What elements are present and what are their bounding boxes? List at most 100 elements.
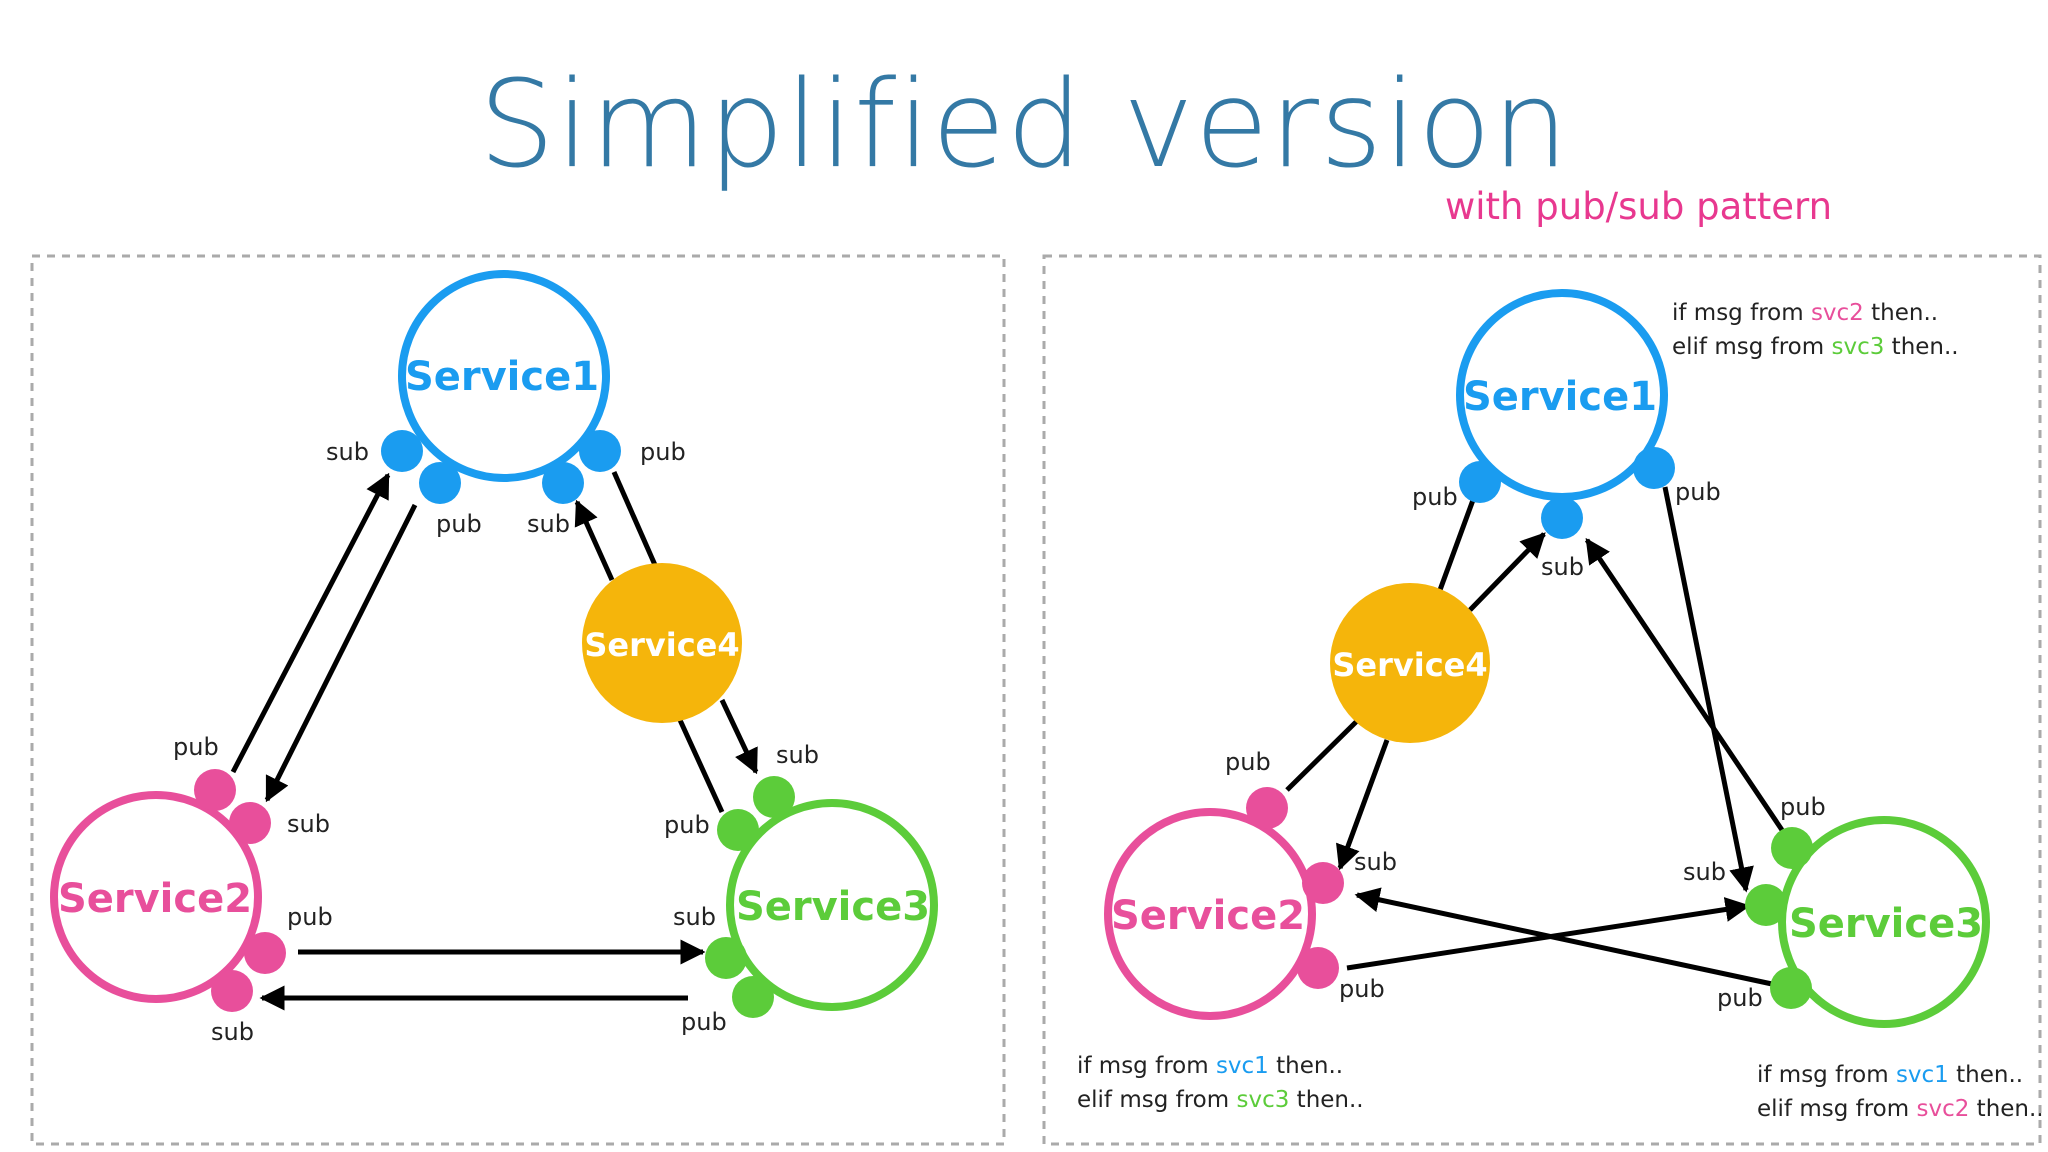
service3-pub-port-bottom [732, 976, 774, 1018]
service1-sub-port-left [381, 430, 423, 472]
note-text: elif msg from [1757, 1096, 1916, 1122]
arrow-s1-to-s3 [1662, 486, 1754, 893]
service3-pub-port-top [1771, 827, 1813, 869]
note-text: then.. [1289, 1087, 1363, 1113]
note-line: if msg from svc2 then.. [1672, 300, 1938, 326]
port-label: sub [1354, 848, 1397, 876]
note-line: if msg from svc1 then.. [1077, 1053, 1343, 1079]
service1-sub-port-right [542, 462, 584, 504]
port-label: sub [287, 810, 330, 838]
note-text: elif msg from [1672, 334, 1831, 360]
note-source: svc2 [1811, 300, 1864, 326]
service2-pub-port-top [1246, 787, 1288, 829]
line-s4-to-s2 [1285, 718, 1360, 792]
line-s1-to-s4 [1437, 499, 1476, 591]
port-label: pub [681, 1008, 727, 1036]
arrow-s3-to-s2 [1354, 887, 1773, 987]
service4-label: Service4 [584, 626, 739, 664]
arrow-s4-to-s1 [574, 499, 615, 582]
service3-sub-port [1745, 884, 1787, 926]
note-text: if msg from [1757, 1062, 1896, 1088]
note-source: svc2 [1916, 1096, 1969, 1122]
port-label: pub [1717, 984, 1763, 1012]
arrow-s4-to-s2 [1336, 739, 1390, 871]
note-text: elif msg from [1077, 1087, 1236, 1113]
service2-label: Service2 [1111, 893, 1305, 939]
service3-node [726, 799, 938, 1011]
service1-label: Service1 [1463, 374, 1657, 420]
note-text: then.. [1269, 1053, 1343, 1079]
port-label: pub [1675, 478, 1721, 506]
service2-label: Service2 [58, 876, 252, 922]
service1-pub-port-left [1459, 461, 1501, 503]
port-label: pub [287, 903, 333, 931]
line-s1-to-s4 [611, 470, 658, 567]
port-label: sub [673, 903, 716, 931]
note-text: then.. [1969, 1096, 2043, 1122]
note-service2: if msg from svc1 then.. elif msg from sv… [1077, 1053, 1364, 1113]
arrow-s4-to-s3 [719, 698, 759, 775]
service1-pub-port-right [1633, 447, 1675, 489]
service4-node [1330, 583, 1490, 743]
port-label: pub [1339, 975, 1385, 1003]
note-text: then.. [1949, 1062, 2023, 1088]
note-line: elif msg from svc3 then.. [1672, 334, 1959, 360]
service2-pub-port [1297, 947, 1339, 989]
port-label: sub [1683, 858, 1726, 886]
service1-node [398, 270, 610, 482]
port-label: sub [1541, 553, 1584, 581]
service4-node [582, 563, 742, 723]
left-arrows [230, 470, 759, 1011]
service2-pub-port-right [244, 932, 286, 974]
service2-sub-port [1302, 862, 1344, 904]
note-text: then.. [1864, 300, 1938, 326]
service3-label: Service3 [1789, 901, 1983, 947]
port-label: pub [664, 811, 710, 839]
note-text: then.. [1884, 334, 1958, 360]
left-panel-border [30, 254, 1006, 1146]
port-label: sub [776, 741, 819, 769]
note-source: svc3 [1831, 334, 1884, 360]
note-line: if msg from svc1 then.. [1757, 1062, 2023, 1088]
note-service1: if msg from svc2 then.. elif msg from sv… [1672, 300, 1959, 360]
note-line: elif msg from svc2 then.. [1757, 1096, 2044, 1122]
port-label: pub [640, 438, 686, 466]
service2-node [50, 791, 262, 1003]
service3-pub-port-bottom [1770, 967, 1812, 1009]
service1-pub-port-right [579, 430, 621, 472]
service3-sub-port-top [753, 776, 795, 818]
page-title: Simplified version [478, 56, 1570, 195]
port-label: pub [1780, 793, 1826, 821]
arrow-s4-to-s1 [1468, 532, 1546, 612]
note-source: svc1 [1896, 1062, 1949, 1088]
service2-sub-port-top [229, 802, 271, 844]
line-s3-to-s4 [677, 718, 725, 814]
service1-label: Service1 [405, 354, 599, 400]
port-label: pub [436, 510, 482, 538]
service1-pub-port-left [419, 462, 461, 504]
arrow-s3-to-s1 [1584, 537, 1785, 832]
port-label: pub [173, 733, 219, 761]
note-source: svc1 [1216, 1053, 1269, 1079]
note-service3: if msg from svc1 then.. elif msg from sv… [1757, 1062, 2044, 1122]
port-label: sub [326, 438, 369, 466]
page-subtitle: with pub/sub pattern [1445, 185, 1833, 228]
service3-label: Service3 [736, 884, 930, 930]
right-arrows [1285, 486, 1785, 987]
port-label: pub [1225, 748, 1271, 776]
note-source: svc3 [1236, 1087, 1289, 1113]
service2-pub-port-top [194, 769, 236, 811]
note-line: elif msg from svc3 then.. [1077, 1087, 1364, 1113]
service4-label: Service4 [1332, 646, 1487, 684]
service3-node [1778, 816, 1990, 1028]
service3-sub-port-left [705, 937, 747, 979]
service2-sub-port-bottom [211, 970, 253, 1012]
right-panel-border [1042, 254, 2042, 1146]
service2-node [1104, 808, 1316, 1020]
port-label: sub [527, 510, 570, 538]
service3-pub-port-top [717, 809, 759, 851]
arrow-s1-to-s2 [264, 503, 418, 803]
note-text: if msg from [1672, 300, 1811, 326]
service1-sub-port [1541, 497, 1583, 539]
